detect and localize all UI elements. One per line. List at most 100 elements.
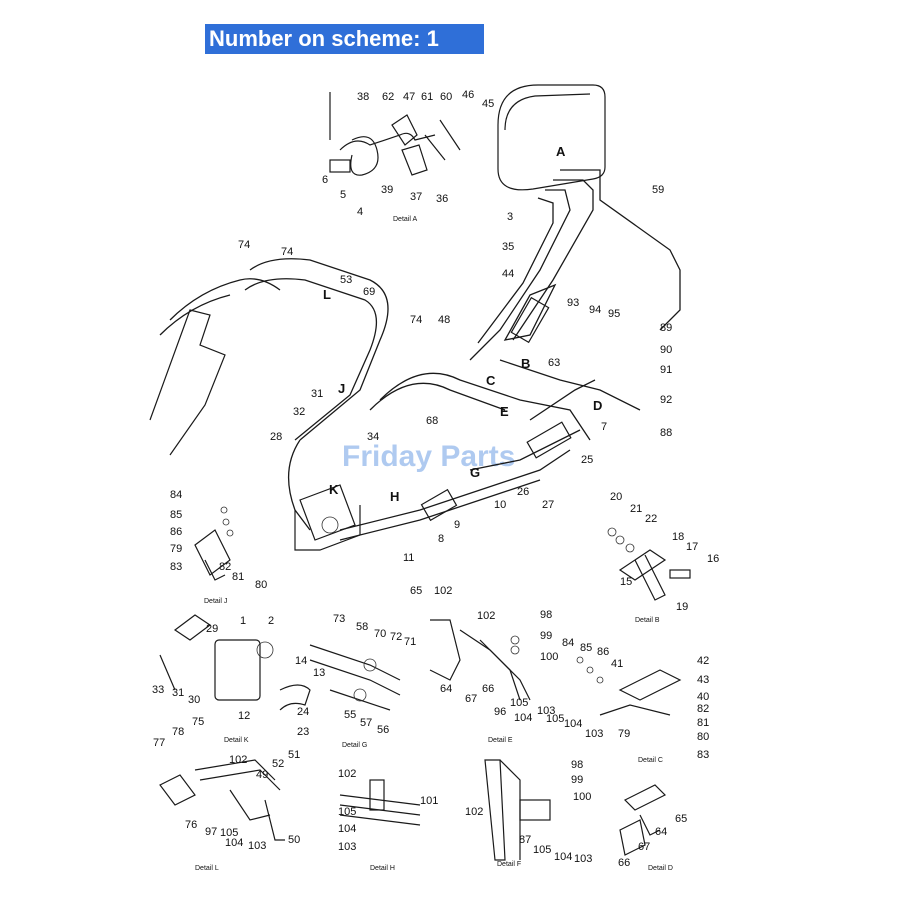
callout-85: 85 [170, 509, 182, 521]
callout-88: 88 [660, 427, 672, 439]
callout-103: 103 [537, 705, 555, 717]
callout-72: 72 [390, 631, 402, 643]
ref-letter-k: K [329, 482, 339, 497]
callout-65: 65 [410, 585, 422, 597]
detail-l-drawing [159, 759, 285, 841]
detail-f-drawing [484, 759, 551, 861]
callout-86: 86 [170, 526, 182, 538]
callout-75: 75 [192, 716, 204, 728]
callout-39: 39 [381, 184, 393, 196]
callout-102: 102 [229, 754, 247, 766]
callout-105: 105 [220, 827, 238, 839]
detail-captions: Detail A Detail J Detail B Detail K Deta… [195, 216, 673, 872]
callout-59: 59 [652, 184, 664, 196]
callout-82: 82 [219, 561, 231, 573]
callout-1: 1 [240, 615, 246, 627]
callout-25: 25 [581, 454, 593, 466]
callout-100: 100 [573, 791, 591, 803]
callout-58: 58 [356, 621, 368, 633]
callout-86: 86 [597, 646, 609, 658]
callout-96: 96 [494, 706, 506, 718]
detail-c-drawing [576, 656, 682, 716]
callout-90: 90 [660, 344, 672, 356]
callout-11: 11 [403, 552, 414, 564]
callout-34: 34 [367, 431, 379, 443]
callout-64: 64 [440, 683, 452, 695]
callout-74: 74 [410, 314, 422, 326]
callout-79: 79 [618, 728, 630, 740]
callout-74: 74 [281, 246, 293, 258]
callout-18: 18 [672, 531, 684, 543]
callout-97: 97 [205, 826, 217, 838]
callout-64: 64 [655, 826, 667, 838]
ref-letter-j: J [338, 381, 345, 396]
detail-j-caption: Detail J [204, 598, 227, 605]
callout-83: 83 [697, 749, 709, 761]
callout-99: 99 [540, 630, 552, 642]
callout-102: 102 [434, 585, 452, 597]
ref-letter-l: L [323, 287, 331, 302]
ref-letter-e: E [500, 404, 509, 419]
callout-67: 67 [465, 693, 477, 705]
ref-letter-a: A [556, 144, 566, 159]
detail-g-caption: Detail G [342, 742, 367, 749]
callout-49: 49 [256, 769, 268, 781]
callout-labels: 38 62 47 61 60 46 45 6 5 4 39 37 36 3 35… [152, 89, 719, 869]
callout-57: 57 [360, 717, 372, 729]
detail-k-drawing [159, 614, 311, 711]
callout-104: 104 [564, 718, 582, 730]
callout-42: 42 [697, 655, 709, 667]
callout-84: 84 [562, 637, 574, 649]
callout-27: 27 [542, 499, 554, 511]
callout-56: 56 [377, 724, 389, 736]
callout-103: 103 [248, 840, 266, 852]
pump-k-drawing [294, 484, 361, 551]
callout-98: 98 [571, 759, 583, 771]
callout-104: 104 [338, 823, 356, 835]
callout-37: 37 [410, 191, 422, 203]
callout-12: 12 [238, 710, 250, 722]
callout-4: 4 [357, 206, 363, 218]
callout-60: 60 [440, 91, 452, 103]
callout-21: 21 [630, 503, 642, 515]
callout-102: 102 [465, 806, 483, 818]
callout-80: 80 [255, 579, 267, 591]
callout-40: 40 [697, 691, 709, 703]
callout-104: 104 [514, 712, 532, 724]
detail-h-drawing [339, 779, 421, 826]
callout-29: 29 [206, 623, 218, 635]
callout-67: 67 [638, 841, 650, 853]
detail-l-caption: Detail L [195, 865, 219, 872]
callout-69: 69 [363, 286, 375, 298]
callout-43: 43 [697, 674, 709, 686]
callout-105: 105 [546, 713, 564, 725]
callout-61: 61 [421, 91, 433, 103]
callout-101: 101 [420, 795, 438, 807]
callout-68: 68 [426, 415, 438, 427]
callout-36: 36 [436, 193, 448, 205]
detail-k-caption: Detail K [224, 737, 249, 744]
callout-66: 66 [482, 683, 494, 695]
callout-28: 28 [270, 431, 282, 443]
detail-d-caption: Detail D [648, 865, 673, 872]
ref-letter-b: B [521, 356, 530, 371]
callout-30: 30 [188, 694, 200, 706]
callout-53: 53 [340, 274, 352, 286]
callout-84: 84 [170, 489, 182, 501]
detail-a-drawing [329, 92, 461, 176]
callout-76: 76 [185, 819, 197, 831]
callout-71: 71 [404, 636, 416, 648]
callout-82: 82 [697, 703, 709, 715]
callout-38: 38 [357, 91, 369, 103]
detail-a-caption: Detail A [393, 216, 417, 223]
callout-94: 94 [589, 304, 601, 316]
hydraulic-tank-drawing [497, 84, 606, 191]
detail-b-caption: Detail B [635, 617, 660, 624]
callout-47: 47 [403, 91, 415, 103]
callout-104: 104 [554, 851, 572, 863]
callout-50: 50 [288, 834, 300, 846]
callout-73: 73 [333, 613, 345, 625]
callout-48: 48 [438, 314, 450, 326]
callout-81: 81 [232, 571, 244, 583]
